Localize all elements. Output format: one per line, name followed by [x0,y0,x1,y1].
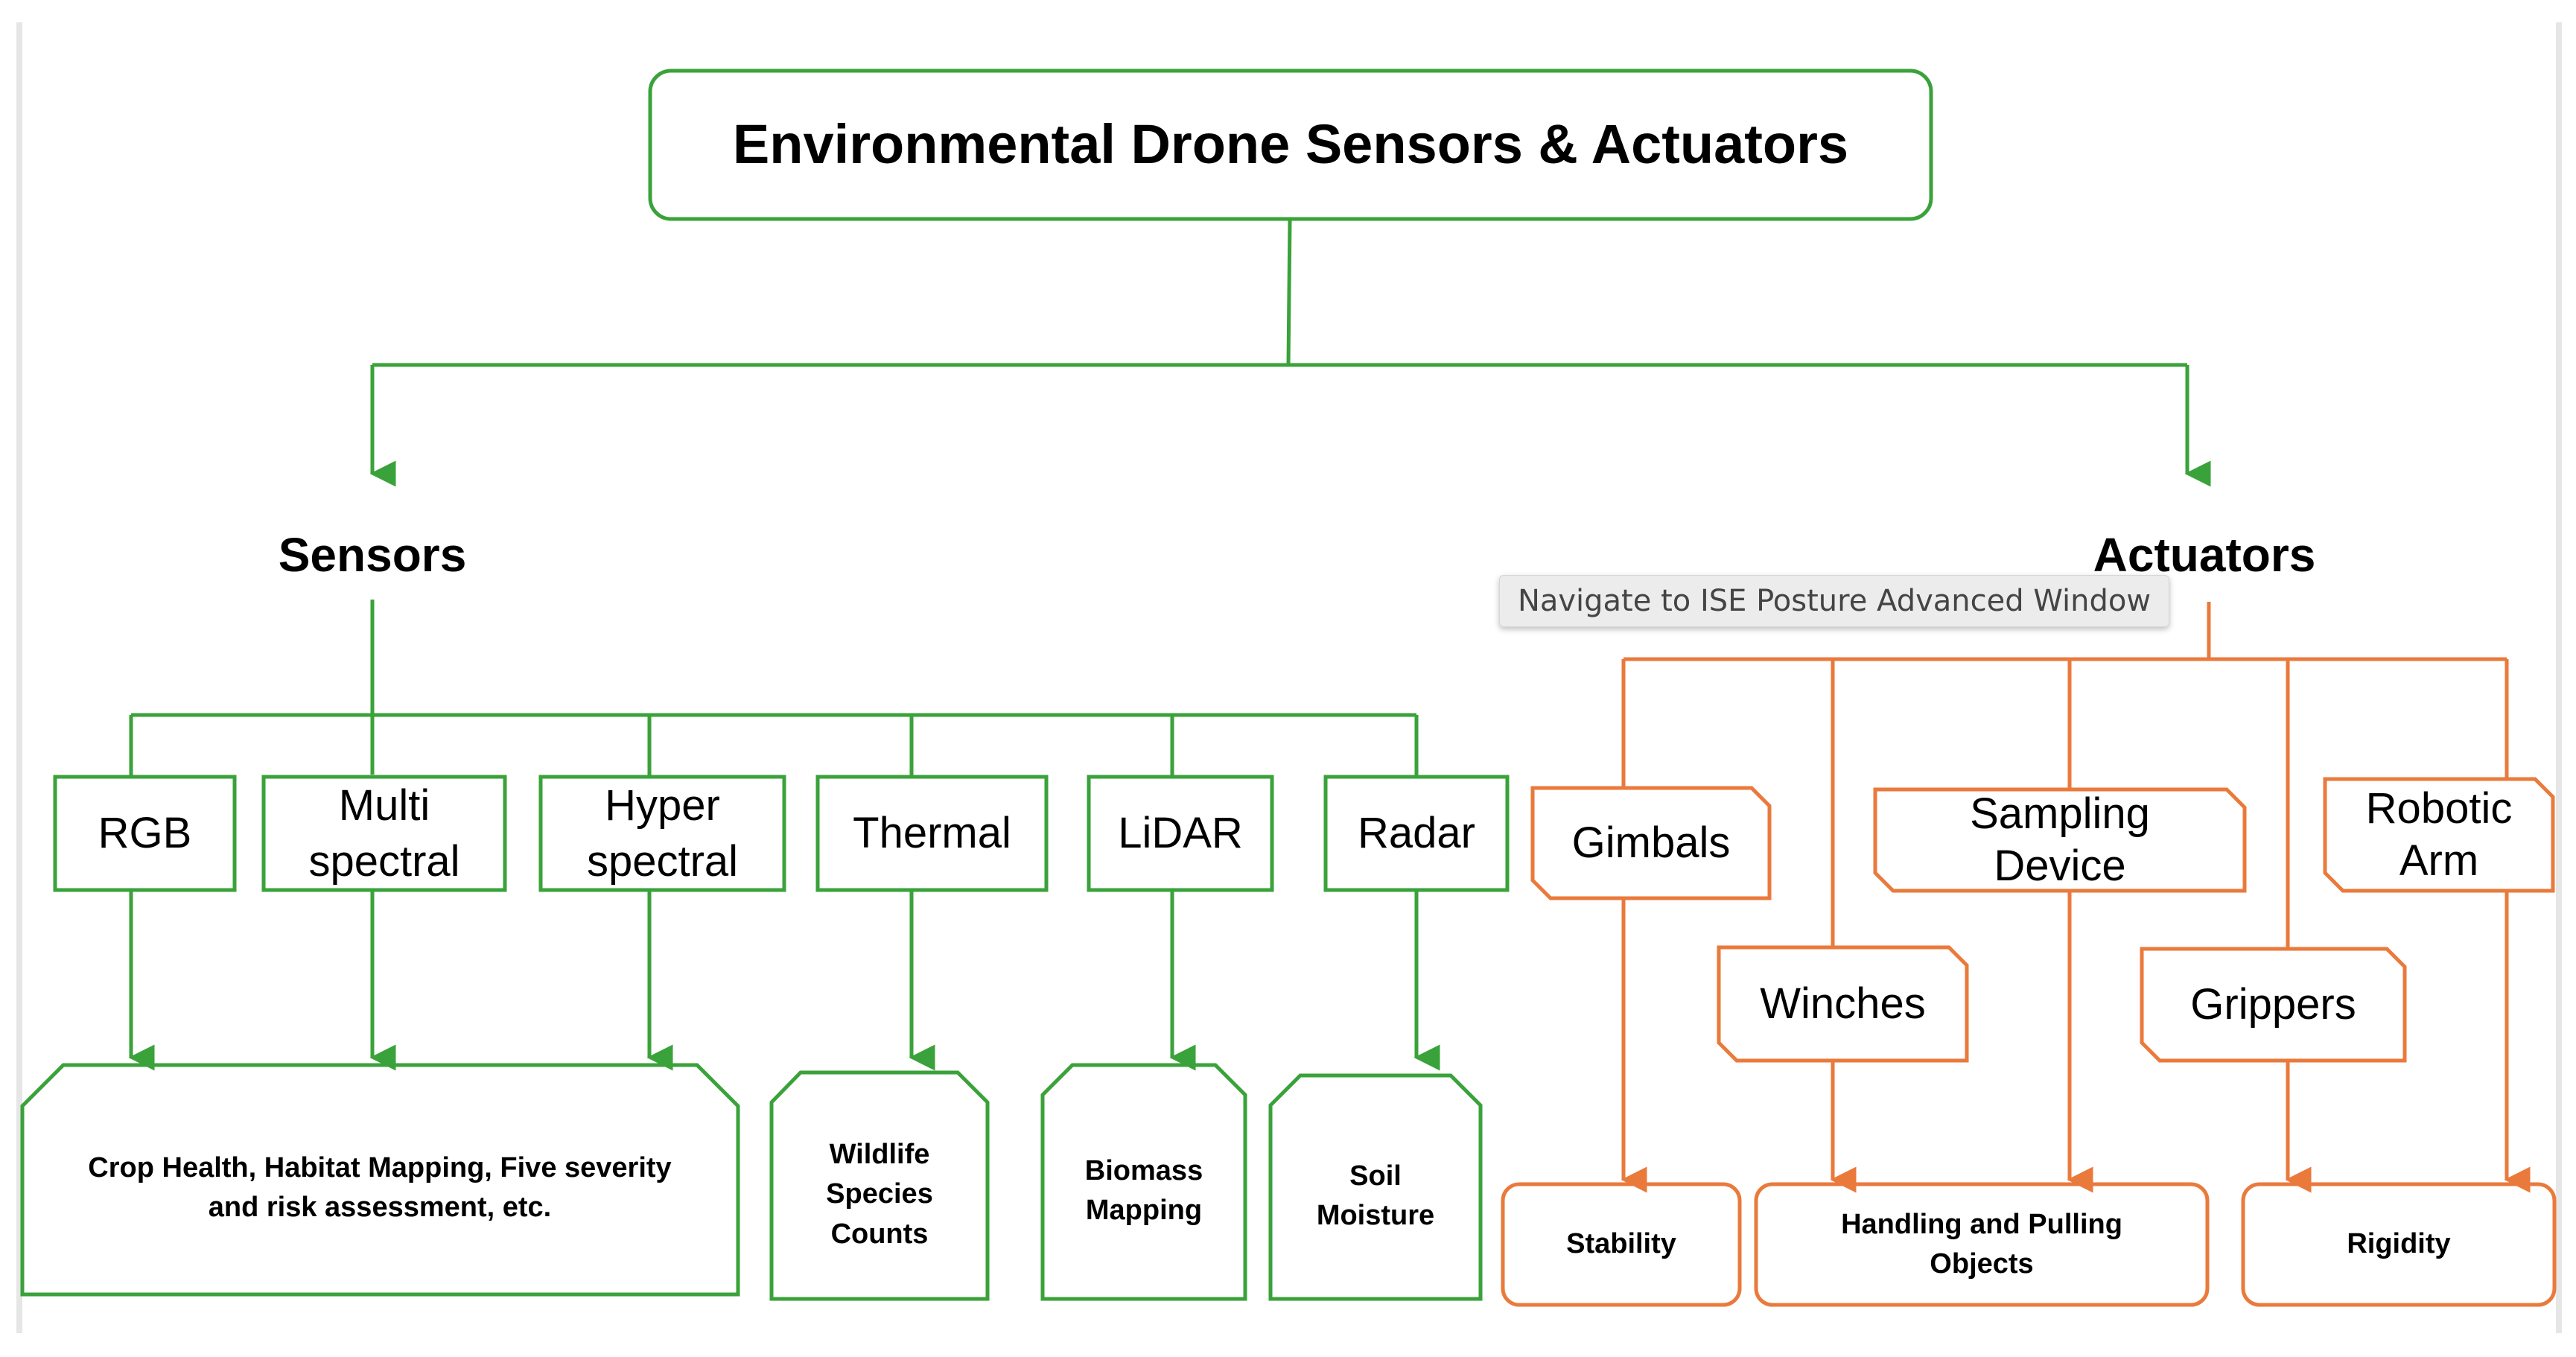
sensor-box-hyperspectral [538,775,786,892]
application-label-wildlife: Wildlife Species Counts [826,1139,933,1250]
actuator-label-grippers: Grippers [2190,980,2356,1029]
application-box-biomass [1040,1063,1247,1301]
actuator-box-gimbals [1530,786,1772,900]
connector-title-trunk [1286,218,1292,366]
title-box [648,69,1933,221]
result-label-rigidity: Rigidity [2347,1228,2451,1260]
result-label-stability: Stability [1566,1228,1676,1260]
result-label-handling: Handling and Pulling Objects [1841,1208,2122,1280]
application-label-crop-health: Crop Health, Habitat Mapping, Five sever… [88,1151,672,1223]
sensor-box-thermal [815,775,1049,892]
actuator-box-robotic-arm [2323,777,2555,893]
application-box-crop-health [20,1063,740,1297]
actuator-label-gimbals: Gimbals [1571,819,1731,868]
application-box-wildlife [769,1070,990,1301]
result-box-handling [1754,1182,2210,1307]
sensor-label-multispectral: Multi spectral [308,781,460,886]
sensor-box-rgb [53,775,237,892]
result-box-stability [1501,1182,1742,1307]
window-edge-left [16,22,22,1333]
actuator-box-grippers [2140,947,2407,1063]
actuator-label-winches: Winches [1760,979,1926,1029]
application-label-soil-moisture: Soil Moisture [1316,1160,1435,1231]
application-label-biomass: Biomass Mapping [1084,1154,1203,1226]
actuator-label-robotic-arm: Robotic Arm [2365,784,2513,885]
application-box-soil-moisture [1268,1073,1483,1301]
actuator-box-sampling-device [1873,787,2247,893]
sensor-label-radar: Radar [1358,809,1475,858]
actuator-box-winches [1717,945,1969,1063]
sensors-heading: Sensors [278,527,467,582]
sensor-box-lidar [1087,775,1274,892]
diagram-title: Environmental Drone Sensors & Actuators [732,113,1849,176]
window-edge-right [2556,22,2562,1333]
actuators-heading: Actuators [2093,527,2316,582]
sensor-label-hyperspectral: Hyper spectral [586,781,739,886]
sensor-label-lidar: LiDAR [1118,809,1243,858]
tooltip: Navigate to ISE Posture Advanced Window [1499,575,2169,627]
sensor-label-rgb: RGB [98,809,192,858]
result-box-rigidity [2241,1182,2557,1307]
actuator-label-sampling-device: Sampling Device [1970,789,2150,890]
sensor-box-multispectral [261,775,507,892]
sensor-label-thermal: Thermal [853,809,1011,858]
